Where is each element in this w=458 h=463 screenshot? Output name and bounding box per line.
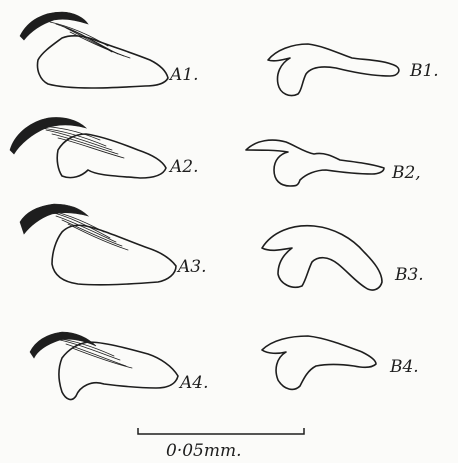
label-a4: A4. (178, 373, 209, 393)
claw-a4-outline (59, 342, 178, 399)
figure-a2 (10, 117, 166, 178)
claw-a1-outline (37, 36, 168, 88)
claw-b2-outline (246, 140, 384, 186)
scale-bar: 0·05mm. (138, 428, 304, 461)
claw-a3-striations (44, 210, 128, 250)
label-a3: A3. (176, 257, 207, 277)
claw-a1-striations (50, 22, 130, 58)
claw-b1-outline (268, 44, 399, 96)
figure-a4 (30, 332, 178, 399)
claw-a2-striations (34, 126, 124, 158)
label-b3: B3. (394, 265, 424, 285)
claw-b3-outline (262, 226, 382, 290)
claw-a2-outline (57, 134, 166, 178)
label-b2: B2, (391, 163, 421, 183)
label-b4: B4. (389, 357, 419, 377)
claw-a3-outline (52, 225, 176, 285)
claw-b4-outline (262, 336, 376, 389)
figure-a3 (20, 204, 176, 285)
label-b1: B1. (409, 61, 439, 81)
scale-bar-label: 0·05mm. (166, 441, 242, 461)
label-a1: A1. (168, 65, 199, 85)
figure-a1 (20, 12, 168, 88)
label-a2: A2. (168, 157, 199, 177)
scale-bar-line (138, 428, 304, 434)
